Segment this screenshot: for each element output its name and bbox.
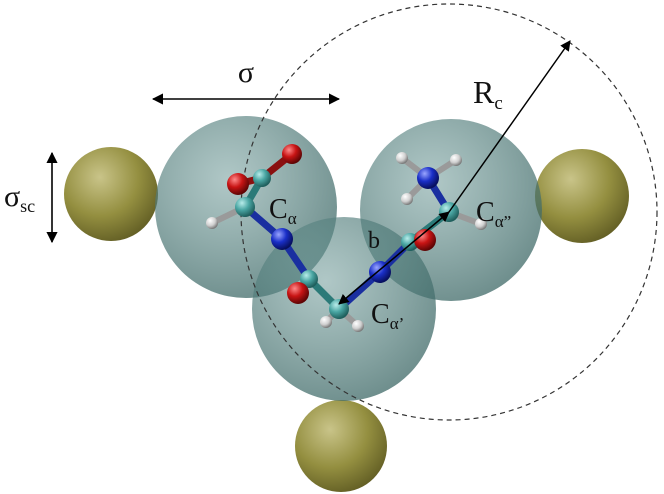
- rc-arrow: [448, 40, 571, 213]
- carbon-atom: [253, 169, 271, 187]
- ca-label-right: Cα”: [476, 197, 511, 231]
- oxygen-atom: [287, 282, 309, 304]
- cutoff-circle: [240, 3, 658, 421]
- hydrogen-atom: [320, 316, 332, 328]
- hydrogen-atom: [450, 154, 462, 166]
- oxygen-atom: [227, 173, 249, 195]
- nitrogen-atom: [369, 261, 391, 283]
- ca-label-left: Cα: [269, 194, 297, 228]
- hydrogen-atom: [475, 218, 487, 230]
- rc-label: Rc: [473, 74, 503, 114]
- b-label: b: [368, 228, 380, 254]
- oxygen-atom: [282, 144, 302, 164]
- carbon-atom: [235, 197, 255, 217]
- ca-prime-symbol: C: [371, 299, 390, 330]
- ca-label-center: Cα’: [371, 299, 404, 333]
- hydrogen-atom: [352, 320, 364, 332]
- carbon-atom: [300, 270, 318, 288]
- ca-double-prime-subscript: α”: [495, 212, 511, 231]
- side-chain-bead-left: [64, 147, 158, 241]
- sigma-label: σ: [238, 56, 254, 89]
- side-chain-bead-right: [535, 149, 629, 243]
- nitrogen-atom: [271, 228, 293, 250]
- rc-symbol: R: [473, 74, 495, 110]
- sigma-sc-label: σsc: [4, 180, 35, 216]
- ca-double-prime-symbol: C: [476, 197, 495, 228]
- hydrogen-atom: [396, 152, 408, 164]
- hydrogen-atom: [401, 193, 413, 205]
- hydrogen-atom: [206, 217, 218, 229]
- side-chain-bead-bottom: [295, 400, 387, 492]
- ca-prime-subscript: α’: [390, 314, 405, 333]
- carbon-atom: [329, 299, 349, 319]
- nitrogen-atom: [417, 167, 439, 189]
- ca-symbol: C: [269, 194, 288, 225]
- b-arrow: [338, 211, 450, 305]
- ca-subscript: α: [288, 209, 297, 228]
- sigma-sc-symbol: σ: [4, 180, 20, 213]
- sigma-sc-subscript: sc: [20, 196, 35, 216]
- rc-subscript: c: [494, 93, 502, 114]
